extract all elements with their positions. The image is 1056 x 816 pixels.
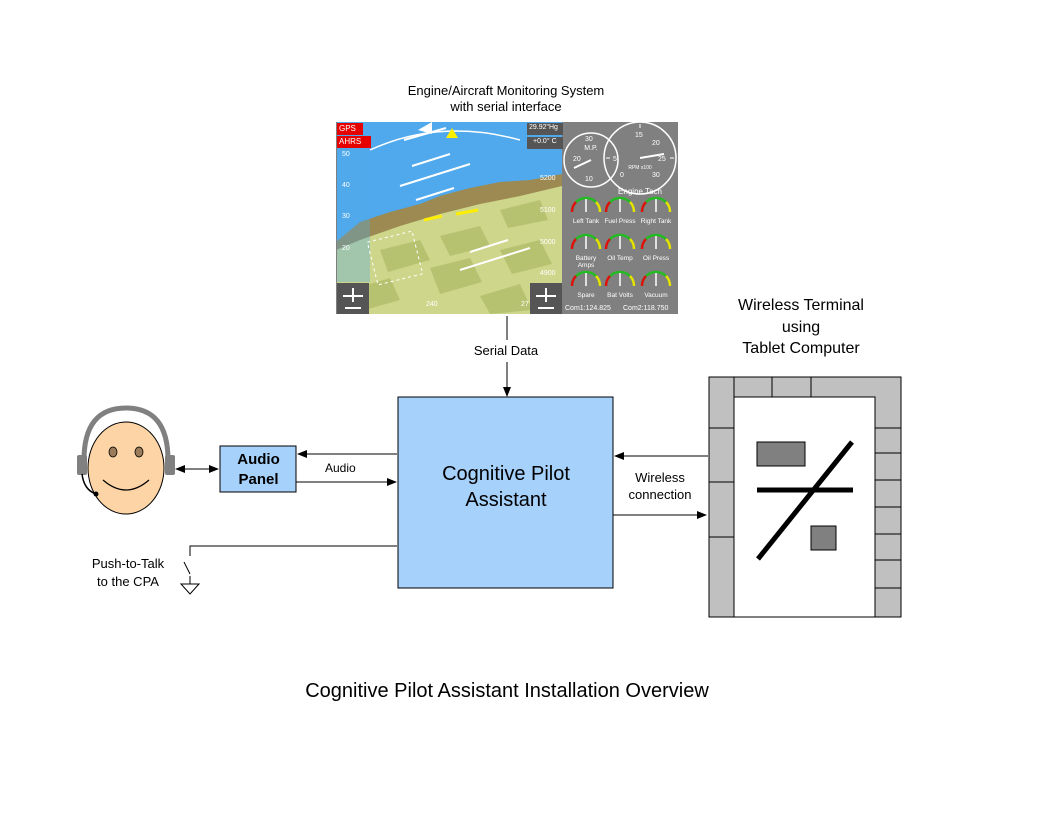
heading-right: 27: [521, 301, 529, 308]
rpm-label: RPM x100: [628, 165, 652, 171]
small-gauge-label: Oil Press: [642, 255, 670, 262]
small-gauge-red-zone: [640, 201, 647, 213]
tach-tick-20: 20: [652, 140, 660, 147]
small-gauge-yellow-zone: [665, 275, 672, 287]
serial-data-label: Serial Data: [473, 343, 539, 358]
tach-tick-0: 0: [620, 172, 624, 179]
manifold-pressure-gauge: [563, 132, 619, 188]
audio-panel-box: [219, 445, 297, 493]
cpa-label: Cognitive Pilot Assistant: [398, 457, 614, 517]
ahrs-badge: [337, 136, 371, 148]
ptt-line: [189, 545, 397, 556]
mp-tick-20: 20: [573, 156, 581, 163]
ptt-label-line1: Push-to-Talk: [91, 556, 165, 571]
small-gauge-red-zone: [570, 201, 577, 213]
audio-panel-label: Audio Panel: [220, 446, 297, 493]
engine-tach-gauge: [603, 121, 677, 195]
gps-badge: [337, 123, 363, 135]
engine-tach-label: Engine Tach: [618, 187, 662, 196]
small-gauge-yellow-zone: [595, 201, 602, 213]
tach-tick-15: 15: [635, 132, 643, 139]
cpa-line1: Cognitive Pilot: [442, 463, 570, 485]
small-gauge-red-zone: [570, 275, 577, 287]
cpa-box: [397, 396, 614, 589]
small-gauge-yellow-zone: [595, 275, 602, 287]
temp-readout: +0.0° C: [533, 138, 557, 145]
pilot-face-icon: [77, 405, 175, 515]
mp-tick-10: 10: [585, 176, 593, 183]
small-gauge-red-zone: [640, 238, 647, 250]
small-gauge-label: Bat Volts: [607, 292, 633, 299]
heading-left: 240: [426, 301, 438, 308]
small-gauge-red-zone: [604, 238, 611, 250]
wireless-connection-line1: Wireless: [635, 470, 685, 485]
tach-tick-5: 5: [613, 156, 617, 163]
ahrs-badge-label: AHRS: [339, 137, 362, 146]
tach-tick-25: 25: [658, 156, 666, 163]
alt-tick-1: 5200: [540, 175, 556, 182]
ptt-label-line2: to the CPA: [97, 574, 159, 589]
speed-tick-3: 30: [342, 213, 350, 220]
small-gauge-label: Spare: [577, 292, 595, 299]
gps-badge-label: GPS: [339, 124, 356, 133]
com1-frequency: Com1:124.825: [565, 305, 611, 312]
wireless-terminal-title-line3: Tablet Computer: [742, 340, 860, 357]
small-gauge-yellow-zone: [595, 238, 602, 250]
small-gauge-yellow-zone: [629, 201, 636, 213]
com2-frequency: Com2:118.750: [623, 305, 669, 312]
monitor-title-line2: with serial interface: [450, 99, 562, 114]
small-gauge-red-zone: [604, 275, 611, 287]
speed-tick-2: 40: [342, 182, 350, 189]
small-gauge-label: Oil Temp: [607, 255, 633, 262]
cpa-line2: Assistant: [465, 489, 547, 511]
audio-panel-line2: Panel: [238, 470, 279, 488]
mp-tick-30: 30: [585, 136, 593, 143]
small-gauge-yellow-zone: [665, 238, 672, 250]
small-gauges-group: [570, 196, 672, 287]
tach-tick-30: 30: [652, 172, 660, 179]
temp-box: [527, 137, 563, 149]
baro-readout: 29.92"Hg: [529, 124, 558, 131]
small-gauge-label: Left Tank: [572, 218, 600, 225]
tablet-computer-icon: [708, 376, 902, 618]
small-gauge-label: Fuel Press: [604, 218, 636, 225]
baro-box: [527, 123, 563, 135]
small-gauge-label: Battery Amps: [575, 255, 597, 269]
small-gauge-red-zone: [604, 201, 611, 213]
wireless-connection-line2: connection: [628, 487, 692, 502]
monitor-title-line1: Engine/Aircraft Monitoring System: [407, 83, 605, 98]
mp-gauge-label: M.P.: [584, 145, 598, 152]
monitoring-system-screen: [336, 121, 678, 314]
diagram-caption: Cognitive Pilot Assistant Installation O…: [305, 680, 709, 702]
small-gauge-yellow-zone: [665, 201, 672, 213]
alt-tick-2: 5100: [540, 207, 556, 214]
speed-tick-4: 20: [342, 245, 350, 252]
wireless-terminal-title-line2: using: [781, 319, 821, 336]
speed-tick-1: 50: [342, 151, 350, 158]
small-gauge-red-zone: [570, 238, 577, 250]
alt-tick-3: 5000: [540, 239, 556, 246]
small-gauge-label: Vacuum: [644, 292, 668, 299]
audio-panel-line1: Audio: [237, 450, 280, 468]
ptt-switch: [183, 561, 191, 575]
small-gauge-red-zone: [640, 275, 647, 287]
ground-symbol-icon: [179, 583, 201, 595]
small-gauge-label: Right Tank: [640, 218, 672, 225]
wireless-terminal-title-line1: Wireless Terminal: [738, 297, 864, 314]
audio-label: Audio: [325, 461, 356, 475]
small-gauge-yellow-zone: [629, 238, 636, 250]
alt-tick-4: 4900: [540, 270, 556, 277]
small-gauge-yellow-zone: [629, 275, 636, 287]
